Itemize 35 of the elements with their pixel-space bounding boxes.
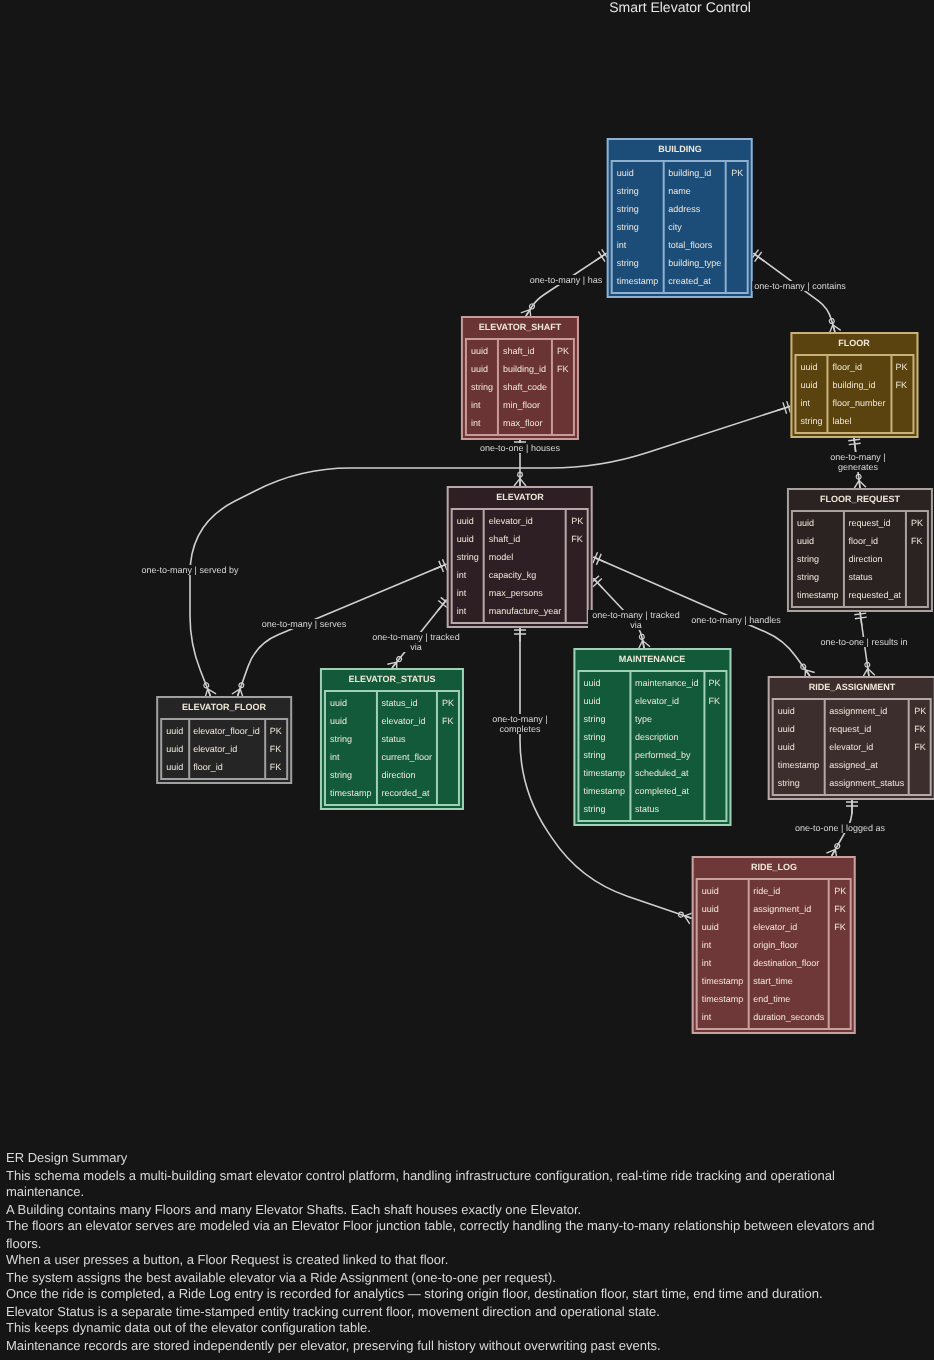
name-column — [375, 692, 436, 804]
name-column — [823, 700, 909, 794]
key-column — [908, 700, 931, 794]
entity-table — [786, 488, 934, 612]
entity-table — [606, 138, 754, 298]
name-column — [482, 510, 566, 622]
relationship-line — [592, 551, 816, 681]
key-column — [263, 720, 286, 778]
entity-table — [156, 696, 292, 784]
key-column — [725, 162, 748, 292]
key-column — [436, 692, 459, 804]
name-column — [628, 672, 703, 820]
relationship-line — [853, 611, 876, 678]
key-column — [905, 512, 928, 606]
entity-table — [573, 648, 731, 826]
entity-table — [446, 486, 594, 628]
entity-table — [319, 668, 465, 810]
key-column — [551, 340, 574, 434]
key-column — [828, 880, 851, 1028]
entity-table — [460, 316, 580, 440]
name-column — [747, 880, 829, 1028]
key-column — [889, 356, 912, 432]
name-column — [496, 340, 552, 434]
name-column — [826, 356, 890, 432]
name-column — [187, 720, 264, 778]
entity-table — [790, 332, 918, 438]
name-column — [842, 512, 906, 606]
relationship-line — [231, 558, 448, 699]
relationship-line — [513, 627, 695, 925]
entity-table — [691, 856, 857, 1034]
key-column — [702, 672, 725, 820]
entity-table — [767, 676, 934, 800]
relationship-line — [750, 248, 842, 335]
relationship-line — [189, 400, 792, 699]
name-column — [662, 162, 726, 292]
